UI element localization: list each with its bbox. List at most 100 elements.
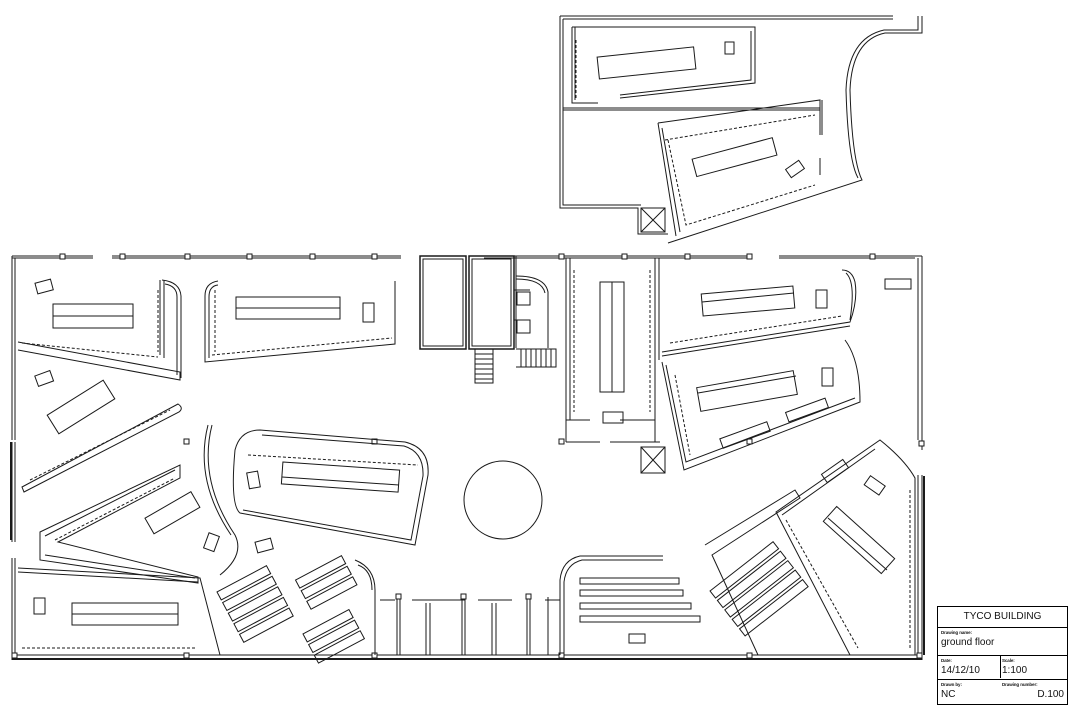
upper-wing-outer-wall [560, 16, 893, 234]
south-office-wall [18, 568, 220, 655]
atrium-void [464, 461, 542, 539]
conference-credenza [603, 412, 623, 423]
east-mid-desk-split [698, 376, 796, 393]
west-desk-row [47, 380, 115, 434]
sw-wedge-wall [40, 465, 198, 583]
upper-office-partition [572, 27, 755, 103]
ne-panel [885, 279, 911, 289]
central-office [204, 425, 428, 575]
upper-wing-curved-wall-inner [846, 16, 918, 178]
atrium-curve [204, 425, 238, 575]
scale-label: Scale: [1002, 658, 1015, 663]
central-office-inner [243, 435, 423, 540]
south-east-workstations [705, 490, 808, 655]
east-mid-office [662, 340, 860, 470]
east-cabinet [864, 476, 885, 495]
west-cabinet [35, 371, 54, 387]
conference-walls [566, 258, 660, 442]
core-box-2 [517, 320, 530, 333]
east-desk-row [823, 506, 894, 573]
nw-glazing [22, 290, 158, 357]
nw-partition [18, 280, 180, 380]
project-title: TYCO BUILDING [963, 611, 1042, 622]
lectern [629, 634, 645, 643]
sw-cabinet-2 [255, 538, 273, 553]
core-wall [514, 256, 530, 348]
lift-shaft-1 [420, 256, 466, 349]
upper-wing [560, 16, 922, 243]
lecture-wall [560, 556, 663, 655]
west-office-wall [22, 404, 181, 492]
south-cabinet [34, 598, 45, 614]
upper-desk-row [597, 47, 696, 79]
upper-wing-outer-wall-inner [563, 19, 893, 205]
east-office-glazing [786, 490, 910, 650]
date-value: 14/12/10 [941, 665, 980, 676]
upper-cabinet [725, 42, 734, 54]
stair-east [516, 349, 556, 367]
ne-desk-split [702, 293, 794, 302]
drawn-by-value: NC [941, 689, 956, 700]
drawing-number-label: Drawing number: [1002, 682, 1038, 687]
east-mid-cabinet-2 [786, 398, 829, 422]
north-cabinet [363, 303, 374, 322]
east-mid-cabinet-3 [720, 422, 770, 448]
upper-desk-row-2 [692, 138, 777, 177]
upper-meeting-room [658, 100, 822, 236]
cubicle-curved-wall [355, 560, 375, 655]
title-block: TYCO BUILDING Drawing name: ground floor… [937, 606, 1068, 705]
east-mid-glazing [675, 375, 690, 455]
east-office-wall [776, 440, 915, 655]
east-office [776, 440, 915, 655]
east-mid-desk-row [697, 371, 798, 412]
east-desk-split [828, 518, 887, 570]
central-glazing [248, 455, 418, 465]
central-office-wall [233, 430, 428, 545]
upper-meeting-glazing [665, 115, 815, 225]
nw-cabinet [35, 279, 53, 294]
ne-glazing [670, 316, 842, 343]
core-curved-wall [516, 276, 548, 348]
central-desk-row [281, 462, 399, 492]
north-office-glazing [212, 290, 392, 355]
northwest-office [18, 279, 181, 380]
south-west-workstations [217, 556, 364, 663]
drawing-name-label: Drawing name: [941, 630, 972, 635]
east-mid-cabinet [822, 368, 833, 386]
upper-corridor-wall [563, 108, 820, 110]
conference-room [566, 258, 660, 442]
north-office-curved-wall [205, 281, 395, 362]
east-wall [915, 256, 922, 660]
main-outer-walls [11, 254, 924, 660]
west-wall [12, 256, 15, 660]
west-office [22, 371, 181, 492]
central-core [420, 256, 556, 383]
sw-desk-row [145, 492, 200, 534]
conference-glazing [574, 270, 650, 412]
ne-desk-row [701, 286, 795, 316]
northeast-office [662, 270, 911, 356]
nw-curved-wall [162, 280, 181, 378]
south-office [18, 568, 220, 655]
date-label: Date: [941, 658, 952, 663]
training-room [580, 578, 700, 643]
east-stair-core [641, 447, 665, 473]
sw-glazing [55, 478, 175, 540]
ne-walls [662, 270, 856, 356]
southwest-office [40, 465, 273, 583]
sw-wedge-inner [45, 470, 195, 578]
lift-shaft-1-inner [423, 259, 463, 346]
north-office [205, 281, 395, 362]
lift-shaft-2 [469, 256, 514, 349]
ne-cabinet [816, 290, 827, 308]
central-cabinet [247, 471, 261, 489]
stair-south [475, 349, 493, 383]
upper-wing-curved-wall [668, 16, 922, 243]
south-cubicles [355, 556, 663, 655]
east-cabinet-2 [821, 459, 848, 482]
scale-value: 1:100 [1002, 665, 1028, 676]
upper-stair-core [641, 208, 665, 232]
lift-shaft-2-inner [472, 259, 511, 346]
cubicle-partitions [380, 597, 560, 655]
columns [12, 254, 924, 658]
